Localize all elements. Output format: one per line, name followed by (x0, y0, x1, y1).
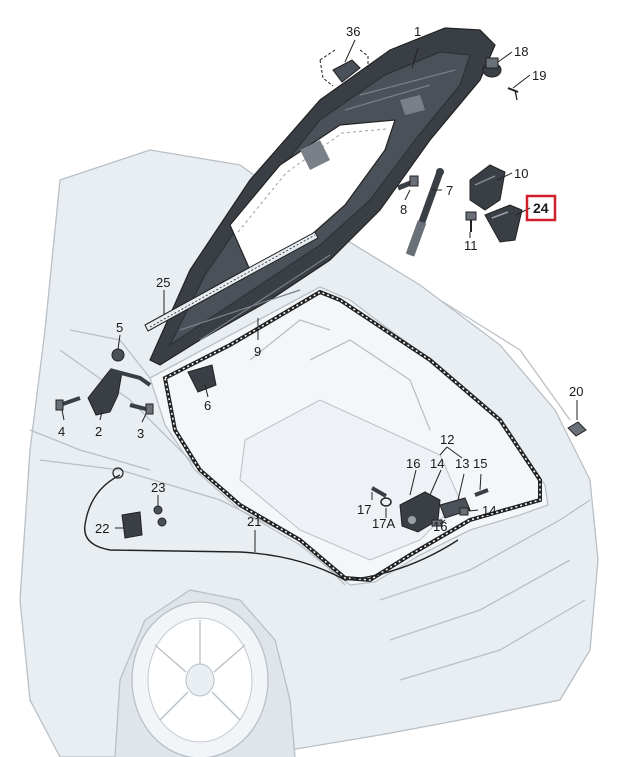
part-7-strut (405, 168, 444, 257)
callout-17A: 17A (372, 516, 395, 531)
part-4-bolt (55, 396, 81, 411)
callout-11: 11 (464, 238, 478, 253)
part-17-screw (371, 486, 387, 498)
part-6-buffer (187, 364, 217, 393)
callout-36: 36 (346, 24, 360, 39)
part-17A-washer (380, 497, 392, 507)
callout-21: 21 (247, 514, 261, 529)
callout-16-upper: 16 (406, 456, 420, 471)
callout-4: 4 (58, 424, 65, 439)
part-5-nut (111, 348, 125, 362)
callout-14-upper: 14 (430, 456, 444, 471)
part-19 (507, 87, 519, 101)
part-2-hinge (87, 368, 152, 416)
callout-labels: 36 1 18 19 10 7 8 24 11 25 5 9 6 4 2 3 2… (58, 24, 583, 536)
part-10-bracket (469, 164, 506, 211)
callout-19: 19 (532, 68, 546, 83)
callout-1: 1 (414, 24, 421, 39)
part-14-clip (459, 507, 469, 516)
part-18 (482, 57, 502, 78)
callout-9: 9 (254, 344, 261, 359)
callout-14-lower: 14 (482, 503, 496, 518)
callout-2: 2 (95, 424, 102, 439)
callout-22: 22 (95, 521, 109, 536)
part-11-screw (465, 211, 477, 232)
part-12-lock (399, 491, 471, 533)
part-20-cap (567, 421, 587, 437)
part-15-screw (474, 488, 489, 497)
callout-25: 25 (156, 275, 170, 290)
callout-12: 12 (440, 432, 454, 447)
callout-13: 13 (455, 456, 469, 471)
highlight-box-24 (525, 194, 557, 222)
callout-15: 15 (473, 456, 487, 471)
leader-lines (61, 39, 578, 552)
callout-17: 17 (357, 502, 371, 517)
callout-5: 5 (116, 320, 123, 335)
part-22-bracket (121, 511, 143, 539)
callout-20: 20 (569, 384, 583, 399)
part-8-bolt (397, 175, 419, 191)
callout-24: 24 (533, 200, 549, 216)
callout-8: 8 (400, 202, 407, 217)
callout-16-lower: 16 (433, 519, 447, 534)
callout-23: 23 (151, 480, 165, 495)
callout-10: 10 (514, 166, 528, 181)
part-36 (319, 49, 369, 87)
part-21-cable (84, 474, 459, 581)
callout-18: 18 (514, 44, 528, 59)
callout-3: 3 (137, 426, 144, 441)
part-24-striker (484, 204, 523, 243)
rear-wheel (131, 601, 269, 757)
callout-7: 7 (446, 183, 453, 198)
part-3-bolt (129, 403, 154, 415)
callout-6: 6 (204, 398, 211, 413)
